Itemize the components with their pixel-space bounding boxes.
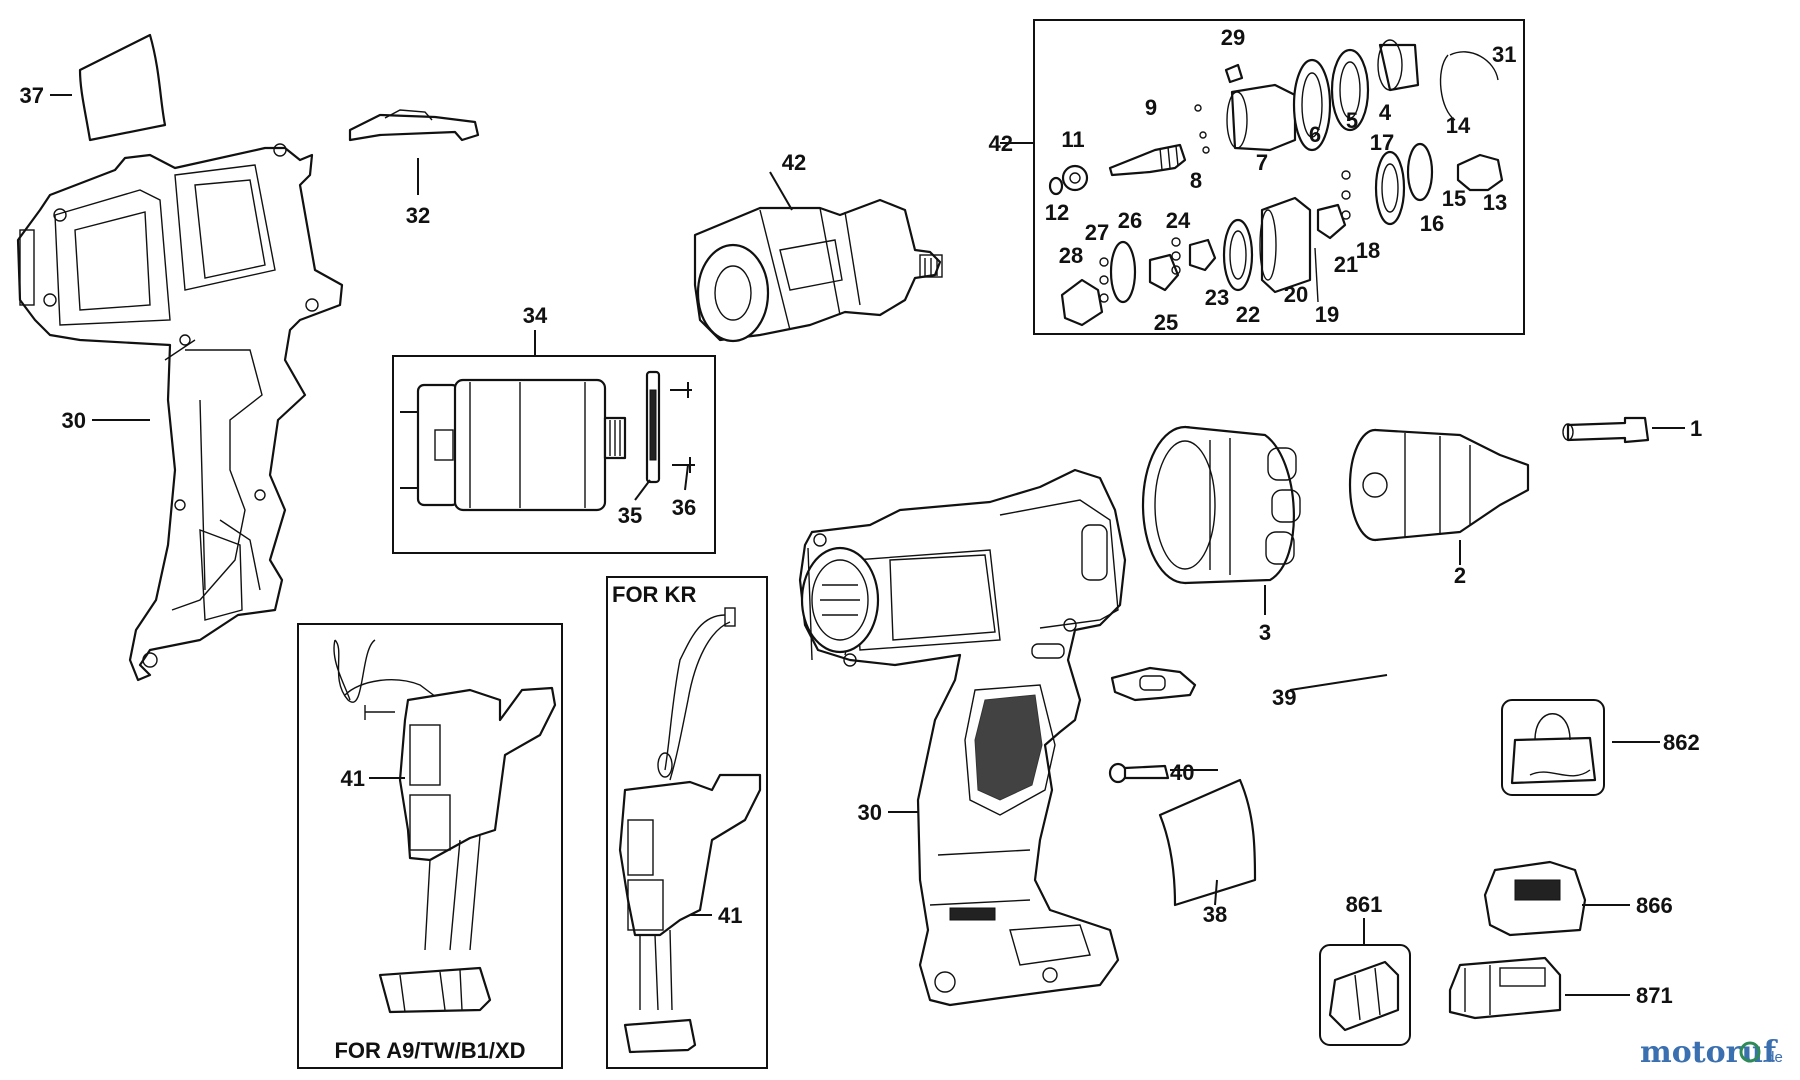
label-5: 5 bbox=[1346, 108, 1358, 133]
switch-assembly-kr bbox=[618, 607, 762, 1054]
label-16: 16 bbox=[1420, 211, 1444, 236]
watermark-brand: motoruf bbox=[1640, 1035, 1778, 1070]
bag-862 bbox=[1501, 699, 1605, 796]
gearbox-assembly bbox=[693, 198, 943, 343]
label-26: 26 bbox=[1118, 208, 1142, 233]
label-42-box: 42 bbox=[989, 131, 1013, 156]
switch-box-a9 bbox=[297, 623, 563, 1069]
label-30-left: 30 bbox=[62, 408, 86, 433]
leader-lines bbox=[50, 94, 1685, 996]
chuck-screw bbox=[1562, 416, 1650, 444]
label-32: 32 bbox=[406, 203, 430, 228]
label-41-kr: 41 bbox=[718, 903, 742, 928]
brush-screws bbox=[670, 382, 695, 473]
gear-assembly-box bbox=[1033, 19, 1525, 335]
label-sticker-38 bbox=[1158, 778, 1257, 907]
reverse-button bbox=[348, 109, 480, 142]
label-6: 6 bbox=[1309, 122, 1321, 147]
label-31: 31 bbox=[1492, 42, 1516, 67]
housing-half-left bbox=[16, 143, 344, 682]
clutch-collar bbox=[1141, 425, 1301, 585]
watermark: motoruf .de bbox=[1640, 1035, 1783, 1070]
label-39: 39 bbox=[1272, 685, 1296, 710]
label-2: 2 bbox=[1454, 563, 1466, 588]
label-34: 34 bbox=[523, 303, 548, 328]
label-17: 17 bbox=[1370, 130, 1394, 155]
label-20: 20 bbox=[1284, 282, 1308, 307]
label-41-a9: 41 bbox=[341, 766, 365, 791]
gear-parts-exploded bbox=[1048, 39, 1504, 327]
label-23: 23 bbox=[1205, 285, 1229, 310]
label-42-gearbox: 42 bbox=[782, 150, 806, 175]
screw-40 bbox=[1108, 762, 1170, 784]
label-28: 28 bbox=[1059, 243, 1083, 268]
watermark-logo-icon bbox=[1739, 1041, 1761, 1063]
label-13: 13 bbox=[1483, 190, 1507, 215]
switch-box-kr bbox=[606, 576, 768, 1069]
label-12: 12 bbox=[1045, 200, 1069, 225]
battery-866 bbox=[1483, 860, 1587, 937]
label-24: 24 bbox=[1166, 208, 1191, 233]
label-871: 871 bbox=[1636, 983, 1673, 1008]
switch-assembly-a9 bbox=[333, 639, 557, 1014]
chuck bbox=[1348, 428, 1530, 542]
label-14: 14 bbox=[1446, 113, 1471, 138]
label-21: 21 bbox=[1334, 252, 1358, 277]
label-30-right: 30 bbox=[858, 800, 882, 825]
label-35: 35 bbox=[618, 503, 642, 528]
part-number-labels: 1 2 3 4 5 6 7 8 9 11 12 13 14 15 16 17 1… bbox=[20, 25, 1703, 1008]
label-8: 8 bbox=[1190, 168, 1202, 193]
label-22: 22 bbox=[1236, 302, 1260, 327]
lock-on-button bbox=[1110, 666, 1197, 702]
charger-871 bbox=[1448, 956, 1562, 1020]
label-27: 27 bbox=[1085, 220, 1109, 245]
label-sticker-37 bbox=[78, 33, 167, 142]
box-caption-kr: FOR KR bbox=[612, 582, 696, 607]
watermark-suffix: .de bbox=[1762, 1049, 1783, 1066]
label-25: 25 bbox=[1154, 310, 1178, 335]
label-19: 19 bbox=[1315, 302, 1339, 327]
label-7: 7 bbox=[1256, 150, 1268, 175]
label-36: 36 bbox=[672, 495, 696, 520]
case-861 bbox=[1319, 944, 1411, 1046]
housing-half-right bbox=[798, 468, 1127, 1007]
label-15: 15 bbox=[1442, 186, 1466, 211]
motor-box bbox=[392, 355, 716, 554]
motor bbox=[400, 370, 661, 512]
label-38: 38 bbox=[1203, 902, 1227, 927]
label-11: 11 bbox=[1061, 127, 1084, 152]
label-40: 40 bbox=[1170, 760, 1194, 785]
label-1: 1 bbox=[1690, 416, 1702, 441]
label-4: 4 bbox=[1379, 100, 1392, 125]
label-9: 9 bbox=[1145, 95, 1157, 120]
label-866: 866 bbox=[1636, 893, 1673, 918]
label-862: 862 bbox=[1663, 730, 1700, 755]
label-37: 37 bbox=[20, 83, 44, 108]
box-caption-a9: FOR A9/TW/B1/XD bbox=[334, 1038, 525, 1063]
label-18: 18 bbox=[1356, 238, 1380, 263]
label-861: 861 bbox=[1346, 892, 1383, 917]
label-3: 3 bbox=[1259, 620, 1271, 645]
label-29: 29 bbox=[1221, 25, 1245, 50]
